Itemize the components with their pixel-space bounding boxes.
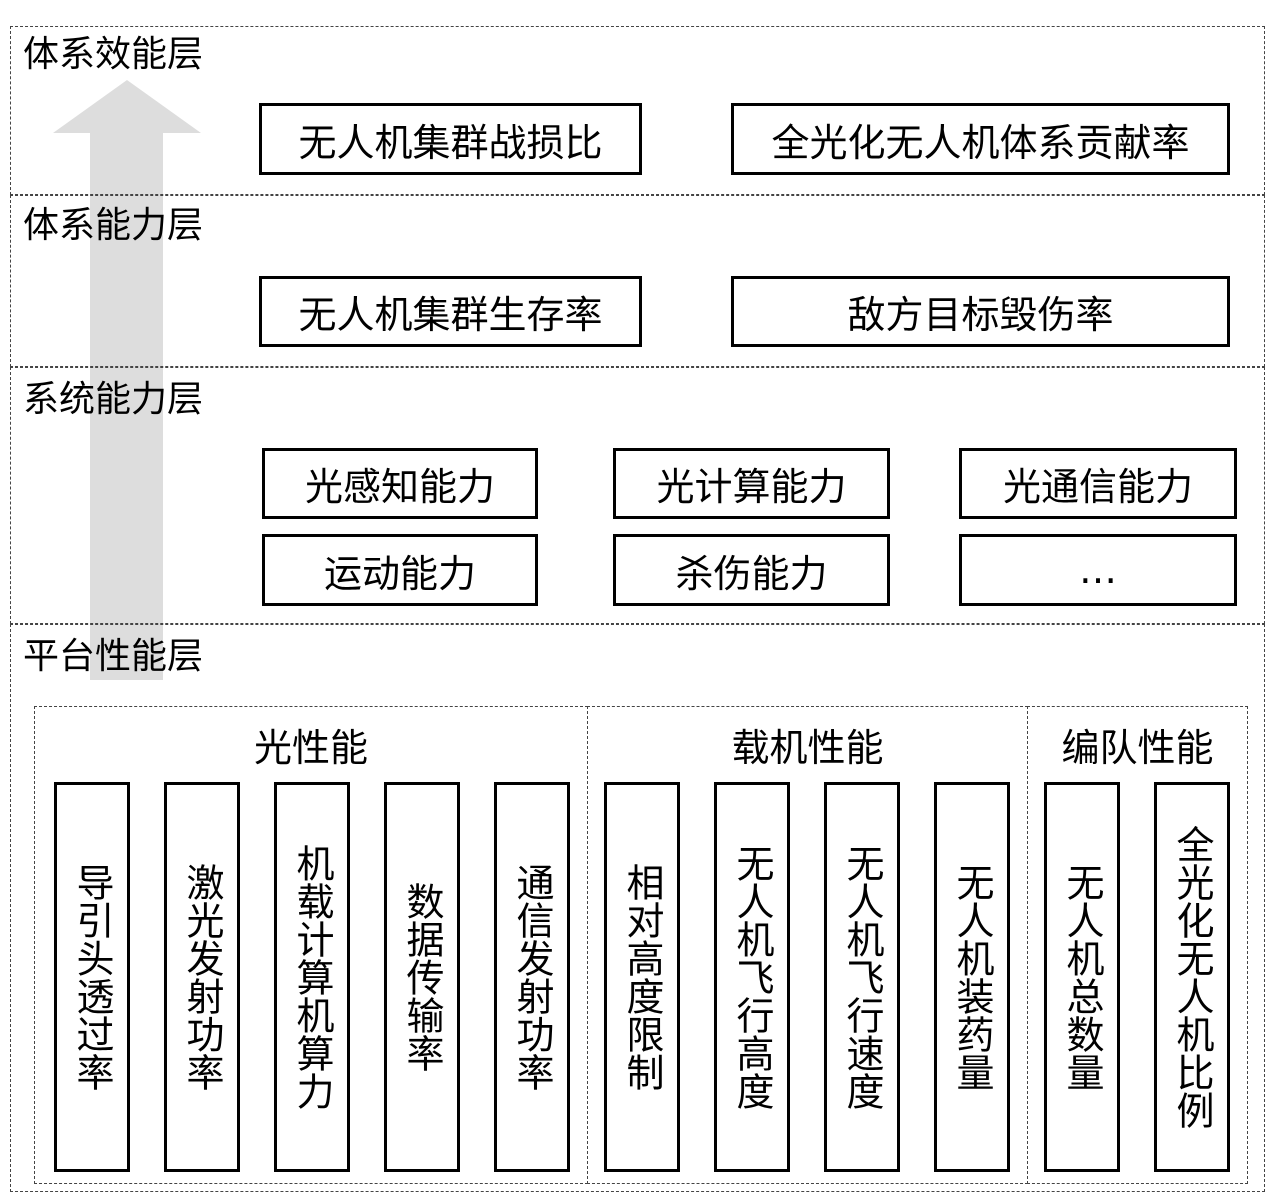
capability-optical-sensing: 光感知能力 [262, 448, 538, 519]
param-comm-power: 通信发射功率 [510, 863, 554, 1091]
group-formation-performance [1027, 706, 1248, 1184]
param-box: 全光化无人机比例 [1154, 782, 1230, 1172]
param-total-uav-count: 无人机总数量 [1060, 863, 1104, 1091]
capability-kill: 杀伤能力 [613, 534, 890, 606]
capability-optical-communication: 光通信能力 [959, 448, 1237, 519]
param-relative-altitude-limit: 相对高度限制 [620, 863, 664, 1091]
layer-title-system-capability: 体系能力层 [23, 205, 204, 246]
metric-target-damage-rate: 敌方目标毁伤率 [731, 276, 1230, 347]
param-onboard-computing: 机载计算机算力 [290, 844, 334, 1110]
layer-effectiveness: 体系效能层 [10, 26, 1265, 195]
param-box: 相对高度限制 [604, 782, 680, 1172]
param-box: 无人机装药量 [934, 782, 1010, 1172]
group-title-aircraft: 载机性能 [731, 726, 884, 770]
layer-platform-performance: 平台性能层 [10, 624, 1265, 1192]
metric-survival-rate: 无人机集群生存率 [259, 276, 642, 347]
layer-system-capability: 体系能力层 [10, 195, 1265, 367]
param-box: 激光发射功率 [164, 782, 240, 1172]
param-box: 机载计算机算力 [274, 782, 350, 1172]
param-flight-speed: 无人机飞行速度 [840, 844, 884, 1110]
layer-title-effectiveness: 体系效能层 [23, 34, 204, 75]
param-box: 通信发射功率 [494, 782, 570, 1172]
layer-title-platform-performance: 平台性能层 [23, 636, 204, 677]
param-optical-uav-ratio: 全光化无人机比例 [1170, 825, 1214, 1129]
capability-motion: 运动能力 [262, 534, 538, 606]
group-title-formation: 编队性能 [1061, 726, 1214, 770]
param-seeker-transmittance: 导引头透过率 [70, 863, 114, 1091]
group-title-optical: 光性能 [253, 726, 368, 770]
param-flight-altitude: 无人机飞行高度 [730, 844, 774, 1110]
param-laser-power: 激光发射功率 [180, 863, 224, 1091]
param-box: 导引头透过率 [54, 782, 130, 1172]
metric-contribution-rate: 全光化无人机体系贡献率 [731, 103, 1230, 175]
param-box: 无人机飞行高度 [714, 782, 790, 1172]
param-box: 数据传输率 [384, 782, 460, 1172]
param-payload: 无人机装药量 [950, 863, 994, 1091]
capability-more: … [959, 534, 1237, 606]
param-box: 无人机飞行速度 [824, 782, 900, 1172]
param-box: 无人机总数量 [1044, 782, 1120, 1172]
param-data-rate: 数据传输率 [400, 882, 444, 1072]
arrow-shape [53, 80, 201, 680]
layer-subsystem-capability: 系统能力层 [10, 367, 1265, 624]
layer-title-subsystem-capability: 系统能力层 [23, 379, 204, 420]
metric-loss-ratio: 无人机集群战损比 [259, 103, 642, 175]
capability-optical-computing: 光计算能力 [613, 448, 890, 519]
